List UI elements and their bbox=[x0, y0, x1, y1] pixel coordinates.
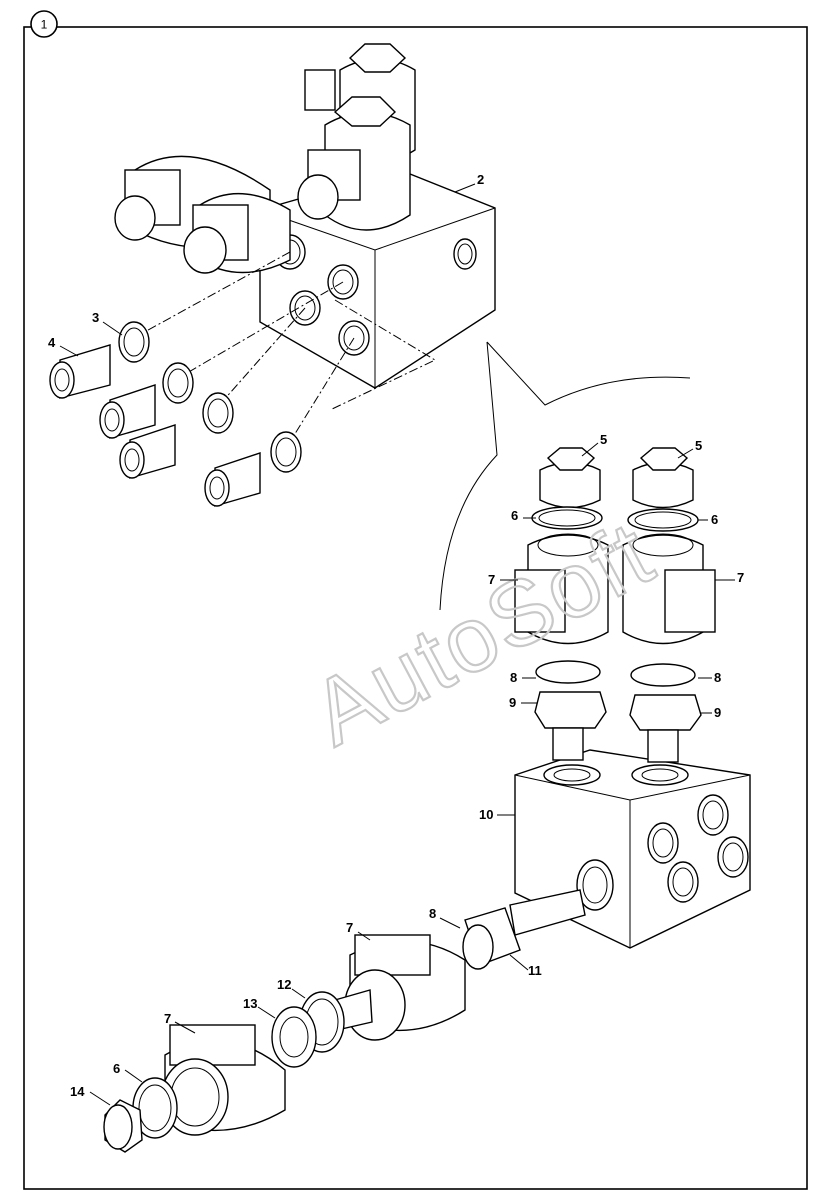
page-number-badge: 1 bbox=[30, 10, 58, 38]
callout-13: 13 bbox=[243, 996, 257, 1011]
callout-7-bottom: 7 bbox=[164, 1011, 171, 1026]
callout-12: 12 bbox=[277, 977, 291, 992]
callout-5-right: 5 bbox=[695, 438, 702, 453]
callout-9-left: 9 bbox=[509, 695, 516, 710]
callout-7-left: 7 bbox=[488, 572, 495, 587]
callout-7-right: 7 bbox=[737, 570, 744, 585]
callout-8-left: 8 bbox=[510, 670, 517, 685]
callout-labels: 2 3 4 5 5 6 6 7 7 8 8 9 9 10 7 8 11 12 1… bbox=[48, 172, 744, 1099]
callout-8-horizontal: 8 bbox=[429, 906, 436, 921]
watermark: AutoSoft bbox=[296, 502, 670, 765]
callout-7-horizontal: 7 bbox=[346, 920, 353, 935]
detail-balloon-outline bbox=[439, 341, 691, 611]
leader-lines bbox=[59, 183, 735, 1106]
solenoid-cartridge-left bbox=[514, 447, 609, 761]
callout-11: 11 bbox=[528, 963, 542, 978]
sheet-border bbox=[23, 26, 808, 1190]
callout-9-right: 9 bbox=[714, 705, 721, 720]
callout-5-left: 5 bbox=[600, 432, 607, 447]
seal-ring-3-set bbox=[118, 321, 302, 473]
page-number: 1 bbox=[41, 18, 48, 32]
solenoid-cartridge-right bbox=[622, 447, 716, 763]
callout-4: 4 bbox=[48, 335, 56, 350]
callout-14: 14 bbox=[70, 1084, 85, 1099]
fitting-4-set bbox=[49, 344, 261, 507]
valve-block-2 bbox=[114, 43, 496, 451]
callout-6-bottom: 6 bbox=[113, 1061, 120, 1076]
callout-6-left: 6 bbox=[511, 508, 518, 523]
callout-8-right: 8 bbox=[714, 670, 721, 685]
callout-10: 10 bbox=[479, 807, 493, 822]
callout-3: 3 bbox=[92, 310, 99, 325]
callout-2: 2 bbox=[477, 172, 484, 187]
solenoid-cartridge-horizontal bbox=[103, 889, 586, 1153]
callout-6-right: 6 bbox=[711, 512, 718, 527]
